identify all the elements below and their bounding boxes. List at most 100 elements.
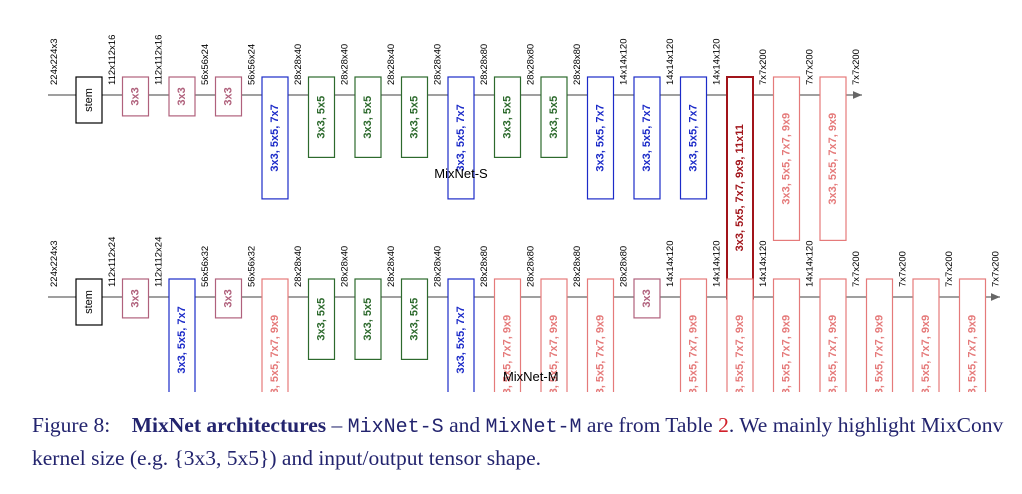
caption-from: are from Table	[581, 413, 719, 437]
tensor-shape-label: 112x112x24	[154, 237, 165, 287]
input-shape-label: 224x224x3	[49, 39, 60, 85]
layer-box	[726, 278, 754, 392]
layer-box	[772, 76, 801, 241]
layer-block-salmon: 3x3, 5x5, 7x7, 9x9	[493, 278, 522, 392]
kernel-size-label: 3x3, 5x5	[502, 96, 514, 139]
tensor-shape-label: 28x28x40	[340, 44, 351, 85]
kernel-size-label: 3x3, 5x5, 7x7, 9x9	[502, 315, 514, 392]
layer-block-green: 3x3, 5x5	[307, 76, 336, 159]
layer-block-salmon: 3x3, 5x5, 7x7, 9x9	[819, 278, 847, 392]
layer-block-blue: 3x3, 5x5, 7x7	[261, 76, 289, 200]
tensor-shape-label: 56x56x24	[247, 44, 258, 85]
layer-box	[354, 76, 382, 159]
kernel-size-label: 3x3	[176, 87, 188, 105]
kernel-size-label: 3x3	[223, 289, 235, 307]
kernel-size-label: 3x3, 5x5, 7x7, 9x9	[967, 315, 979, 392]
input-shape-label: 224x224x3	[49, 241, 60, 287]
tensor-shape-label: 28x28x80	[526, 44, 537, 85]
layer-box	[75, 76, 103, 124]
layer-block-blue: 3x3, 5x5, 7x7	[633, 76, 661, 200]
kernel-size-label: 3x3, 5x5, 7x7	[455, 104, 467, 171]
layer-box	[75, 278, 103, 326]
layer-block-green: 3x3, 5x5	[354, 76, 382, 159]
tensor-shape-label: 28x28x40	[386, 44, 397, 85]
layer-box	[447, 76, 475, 200]
caption-period: .	[728, 413, 735, 437]
kernel-size-label: 3x3, 5x5, 7x7	[269, 104, 281, 171]
layer-box	[540, 278, 568, 392]
layer-box	[633, 76, 661, 200]
tensor-shape-label: 28x28x40	[386, 246, 397, 287]
tensor-shape-label: 28x28x80	[479, 246, 490, 287]
tensor-shape-label: 7x7x200	[851, 251, 862, 287]
tensor-shape-label: 28x28x40	[433, 246, 444, 287]
kernel-size-label: 3x3	[223, 87, 235, 105]
caption-title: MixNet architectures	[131, 413, 327, 437]
kernel-size-label: 3x3	[641, 289, 653, 307]
layer-block-salmon: 3x3, 5x5, 7x7, 9x9	[819, 76, 847, 241]
tensor-shape-label: 56x56x32	[200, 246, 211, 287]
layer-box	[121, 76, 150, 117]
kernel-size-label: 3x3, 5x5, 7x7, 9x9	[595, 315, 607, 392]
table-reference-link[interactable]: 2	[718, 413, 729, 437]
layer-box	[493, 76, 522, 159]
layer-box	[958, 278, 987, 392]
tensor-shape-label: 28x28x40	[340, 246, 351, 287]
layer-block-pink: 3x3	[214, 278, 243, 319]
layer-box	[214, 76, 243, 117]
kernel-size-label: 3x3, 5x5, 7x7, 9x9	[548, 315, 560, 392]
layer-box	[261, 278, 289, 392]
kernel-size-label: 3x3, 5x5, 7x7, 9x9	[781, 113, 793, 205]
tensor-shape-label: 14x14x120	[712, 241, 723, 287]
tensor-shape-label: 112x112x16	[107, 35, 118, 85]
layer-block-green: 3x3, 5x5	[400, 278, 429, 361]
layer-block-pink: 3x3	[121, 278, 150, 319]
kernel-size-label: 3x3, 5x5	[548, 96, 560, 139]
layer-block-pink: 3x3	[121, 76, 150, 117]
kernel-size-label: 3x3, 5x5	[362, 298, 374, 341]
mixnet-m-diagram: 224x224x3stem112x112x243x3112x112x243x3,…	[48, 237, 1002, 392]
layer-box	[586, 278, 615, 392]
tensor-shape-label: 56x56x24	[200, 44, 211, 85]
layer-block-green: 3x3, 5x5	[493, 76, 522, 159]
layer-block-stem: stem	[75, 76, 103, 124]
layer-box	[121, 278, 150, 319]
tensor-shape-label: 112x112x24	[107, 237, 118, 287]
layer-block-salmon: 3x3, 5x5, 7x7, 9x9	[540, 278, 568, 392]
layer-box	[586, 76, 615, 200]
architecture-title: MixNet-S	[434, 166, 488, 181]
layer-box	[447, 278, 475, 392]
layer-block-blue: 3x3, 5x5, 7x7	[168, 278, 196, 392]
caption-dash: –	[326, 413, 348, 437]
layer-block-salmon: 3x3, 5x5, 7x7, 9x9	[772, 76, 801, 241]
layer-box	[261, 76, 289, 200]
layer-box	[912, 278, 940, 392]
layer-block-salmon: 3x3, 5x5, 7x7, 9x9	[772, 278, 801, 392]
architecture-title: MixNet-M	[503, 369, 559, 384]
layer-block-pink: 3x3	[633, 278, 661, 319]
layer-block-salmon: 3x3, 5x5, 7x7, 9x9	[865, 278, 894, 392]
kernel-size-label: 3x3, 5x5, 7x7, 9x9	[827, 315, 839, 392]
layer-box	[772, 278, 801, 392]
kernel-size-label: 3x3, 5x5, 7x7, 9x9, 11x11	[734, 124, 746, 251]
layer-box	[865, 278, 894, 392]
layer-box	[400, 278, 429, 361]
tensor-shape-label: 28x28x40	[293, 246, 304, 287]
layer-block-salmon: 3x3, 5x5, 7x7, 9x9	[912, 278, 940, 392]
kernel-size-label: 3x3, 5x5	[316, 96, 328, 139]
layer-block-salmon: 3x3, 5x5, 7x7, 9x9	[679, 278, 708, 392]
kernel-size-label: 3x3, 5x5, 7x7, 9x9	[874, 315, 886, 392]
layer-box	[726, 76, 754, 300]
tensor-shape-label: 28x28x80	[479, 44, 490, 85]
layer-box	[168, 76, 196, 117]
kernel-size-label: 3x3, 5x5, 7x7, 9x9	[688, 315, 700, 392]
layer-box	[214, 278, 243, 319]
layer-box	[819, 76, 847, 241]
layer-block-blue: 3x3, 5x5, 7x7	[447, 76, 475, 200]
tensor-shape-label: 14x14x120	[619, 39, 630, 85]
kernel-size-label: 3x3, 5x5	[362, 96, 374, 139]
layer-box	[679, 76, 708, 200]
kernel-size-label: 3x3, 5x5, 7x7	[688, 104, 700, 171]
layer-block-blue: 3x3, 5x5, 7x7	[586, 76, 615, 200]
tensor-shape-label: 14x14x120	[665, 241, 676, 287]
